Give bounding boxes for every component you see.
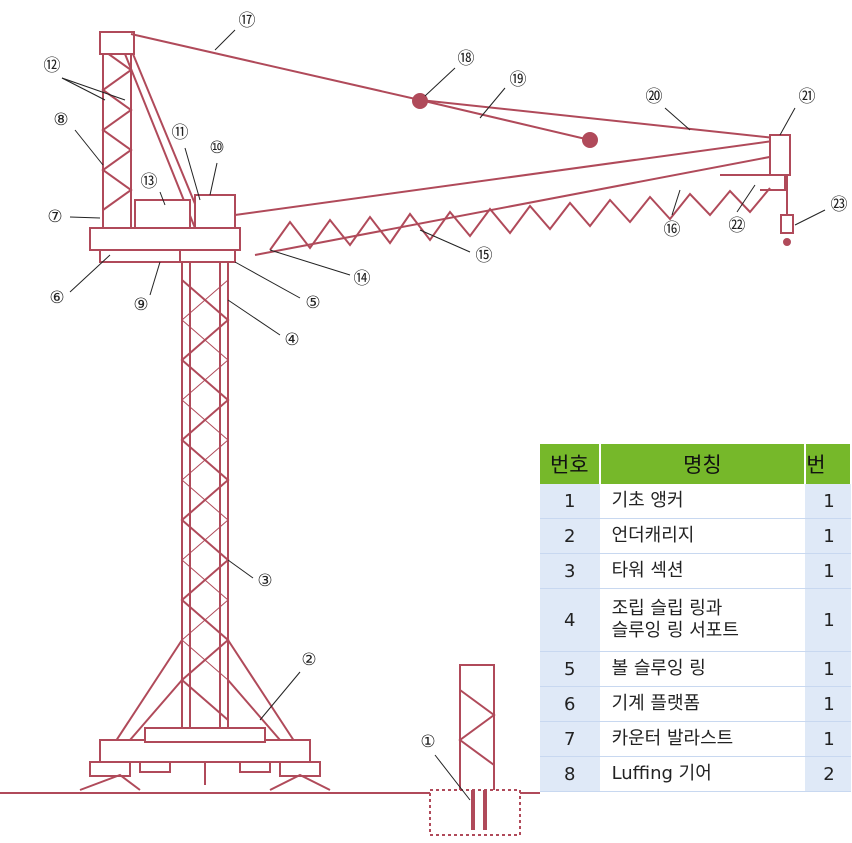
callout-label: ② <box>301 650 316 670</box>
callout-label: ⑪ <box>172 123 189 143</box>
row-name: 카운터 발라스트 <box>599 721 806 757</box>
hook-block <box>780 214 794 234</box>
pendant-sheave <box>412 93 428 109</box>
row-number: 2 <box>540 518 600 554</box>
header-number-2: 번 <box>805 444 852 484</box>
jib-section <box>234 139 781 256</box>
row-name: 볼 슬루잉 링 <box>599 651 806 687</box>
row-number-2: 2 <box>805 756 851 792</box>
table-row: 5 볼 슬루잉 링 1 <box>540 651 851 687</box>
callout-label: ⑭ <box>354 269 371 289</box>
callout-label: ⑦ <box>47 207 62 227</box>
callout-label: ⑨ <box>133 295 148 315</box>
callout-label: ㉒ <box>729 216 746 236</box>
pendant-line <box>419 99 591 141</box>
table-row: 2 언더캐리지 1 <box>540 518 851 554</box>
table-row: 7 카운터 발라스트 1 <box>540 721 851 757</box>
machine-platform <box>89 227 241 251</box>
row-name: 기초 앵커 <box>599 484 806 519</box>
row-number-2: 1 <box>805 651 851 687</box>
table-header: 번호 명칭 번 <box>540 444 852 484</box>
hoist-winch <box>194 194 236 229</box>
row-name: 언더캐리지 <box>599 518 806 554</box>
row-name: 조립 슬립 링과 슬루잉 링 서포트 <box>599 588 806 652</box>
row-number: 3 <box>540 553 600 589</box>
row-name: 기계 플랫폼 <box>599 686 806 722</box>
callout-label: ㉑ <box>799 87 816 107</box>
callout-label: ⑳ <box>646 87 663 107</box>
callout-label: ⑤ <box>305 293 320 313</box>
jib-head <box>769 134 791 176</box>
row-name-line-1: 조립 슬립 링과 <box>611 598 723 619</box>
callout-label: ⑩ <box>209 138 224 158</box>
pendant-joint <box>582 132 598 148</box>
row-number: 7 <box>540 721 600 757</box>
callout-label: ⑧ <box>53 110 68 130</box>
row-number-2: 1 <box>805 518 851 554</box>
table-row: 3 타워 섹션 1 <box>540 553 851 589</box>
callout-label: ⑥ <box>49 288 64 308</box>
table-row: 6 기계 플랫폼 1 <box>540 686 851 722</box>
callout-label: ㉓ <box>831 195 848 215</box>
front-pendant <box>130 33 421 101</box>
table-row: 1 기초 앵커 1 <box>540 484 851 519</box>
callout-label: ⑱ <box>458 49 475 69</box>
header-number: 번호 <box>540 444 601 484</box>
callout-label: ⑲ <box>510 70 527 90</box>
row-number: 6 <box>540 686 600 722</box>
callout-label: ⑫ <box>44 56 61 76</box>
callout-label: ⑮ <box>476 246 493 266</box>
callout-label: ⑯ <box>664 220 681 240</box>
counter-ballast <box>99 249 181 263</box>
row-number: 1 <box>540 484 600 519</box>
row-name-line-2: 슬루잉 링 서포트 <box>611 620 739 641</box>
table-row: 8 Luffing 기어 2 <box>540 756 851 792</box>
leader-lines <box>61 29 826 801</box>
foundation-anchor <box>429 664 521 836</box>
row-number-2: 1 <box>805 588 851 652</box>
row-number-2: 1 <box>805 553 851 589</box>
row-name: 타워 섹션 <box>599 553 806 589</box>
callout-label: ③ <box>257 571 272 591</box>
row-name: Luffing 기어 <box>599 756 806 792</box>
row-number-2: 1 <box>805 484 851 519</box>
row-number-2: 1 <box>805 686 851 722</box>
callout-label: ⑬ <box>141 172 158 192</box>
callout-label: ⑰ <box>239 11 256 31</box>
a-frame-mast <box>99 31 206 229</box>
row-number: 8 <box>540 756 600 792</box>
row-number: 4 <box>540 588 600 652</box>
tower-section <box>180 257 230 729</box>
undercarriage <box>79 639 331 791</box>
parts-table: 번호 명칭 번 1 기초 앵커 1 2 언더캐리지 1 3 타워 섹션 1 4 … <box>540 444 852 792</box>
callout-label: ① <box>420 732 435 752</box>
row-number-2: 1 <box>805 721 851 757</box>
table-row: 4 조립 슬립 링과 슬루잉 링 서포트 1 <box>540 588 851 652</box>
row-number: 5 <box>540 651 600 687</box>
luffing-gear <box>134 199 191 229</box>
fly-jib <box>720 174 786 191</box>
header-name: 명칭 <box>599 444 807 484</box>
jib-pendant <box>419 99 776 139</box>
callout-label: ④ <box>284 330 299 350</box>
